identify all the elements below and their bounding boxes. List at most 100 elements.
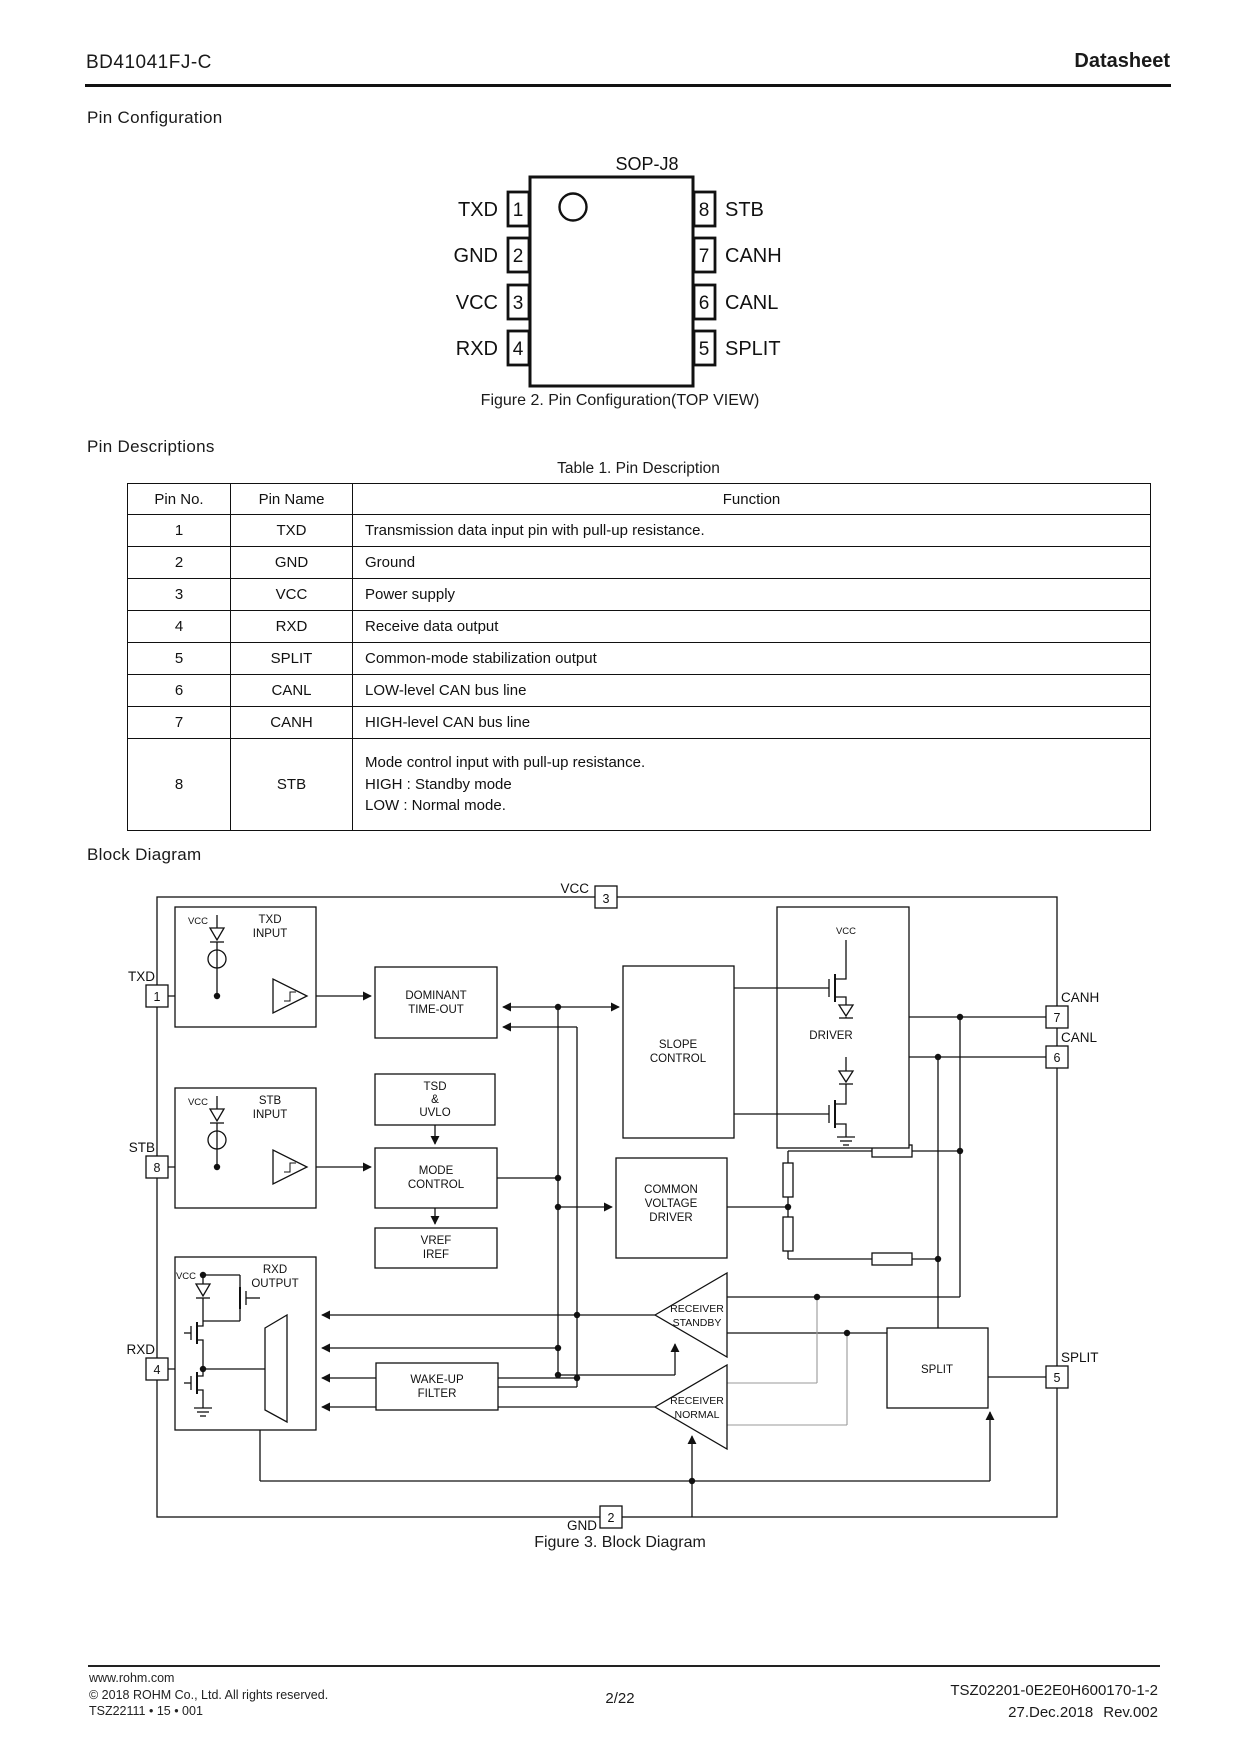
footer-site: www.rohm.com [89, 1671, 175, 1685]
pin1-indicator-icon [558, 192, 588, 222]
svg-text:INPUT: INPUT [253, 928, 288, 940]
block-mode-control [374, 1147, 498, 1209]
block-receiver-normal [653, 1363, 728, 1451]
svg-text:MODE: MODE [419, 1165, 454, 1177]
svg-text:CONTROL: CONTROL [650, 1053, 707, 1065]
diode-icon [837, 1070, 855, 1084]
svg-text:RXD: RXD [263, 1264, 287, 1276]
svg-text:IREF: IREF [423, 1249, 449, 1261]
pin-label-canh: CANH [1061, 990, 1099, 1005]
svg-text:CANH: CANH [725, 245, 782, 267]
svg-text:&: & [431, 1094, 439, 1106]
svg-text:8: 8 [699, 200, 710, 221]
svg-text:DRIVER: DRIVER [649, 1212, 692, 1224]
svg-text:3: 3 [513, 293, 524, 314]
col-header-pin-name: Pin Name [230, 483, 353, 515]
svg-text:2: 2 [513, 246, 524, 267]
pin-label-vcc: VCC [560, 881, 589, 896]
package-left-pins: 1 2 3 4 TXD GND VCC RXD [454, 190, 531, 367]
svg-text:SPLIT: SPLIT [921, 1364, 953, 1376]
figure3-caption: Figure 3. Block Diagram [534, 1534, 706, 1551]
block-diagram-heading: Block Diagram [87, 845, 202, 864]
svg-text:VCC: VCC [188, 1097, 208, 1108]
svg-text:NORMAL: NORMAL [675, 1409, 720, 1421]
svg-text:1: 1 [154, 990, 161, 1004]
svg-text:RXD: RXD [456, 338, 498, 360]
page-number: 2/22 [605, 1690, 635, 1707]
block-dominant-time-out [374, 966, 498, 1039]
svg-text:4: 4 [513, 339, 524, 360]
svg-text:4: 4 [154, 1363, 161, 1377]
block-tsd-uvlo [374, 1073, 496, 1126]
svg-text:DRIVER: DRIVER [809, 1030, 852, 1042]
block-receiver-standby [653, 1271, 728, 1359]
svg-text:7: 7 [699, 246, 710, 267]
pin-box-vcc [594, 885, 618, 909]
package-name: SOP-J8 [615, 154, 678, 174]
svg-text:6: 6 [699, 293, 710, 314]
resistor-icon [782, 1162, 794, 1198]
block-driver [734, 906, 910, 1149]
footer-left: www.rohm.com © 2018 ROHM Co., Ltd. All r… [89, 1670, 328, 1720]
resistor-icon [782, 1216, 794, 1252]
figure2-caption: Figure 2. Pin Configuration(TOP VIEW) [480, 392, 760, 409]
svg-text:RECEIVER: RECEIVER [670, 1303, 724, 1315]
svg-text:5: 5 [1054, 1371, 1061, 1385]
block-stb-input [174, 1087, 317, 1209]
block-txd-input [174, 906, 317, 1028]
footer-ref-code: TSZ02201-0E2E0H600170-1-2 [950, 1682, 1158, 1699]
svg-text:TXD: TXD [458, 199, 498, 221]
footer-rule [88, 1665, 1160, 1667]
footer-doc-code: TSZ22111 • 15 • 001 [89, 1704, 203, 1719]
doc-type-label: Datasheet [1074, 50, 1170, 72]
pin-label-stb: STB [129, 1140, 155, 1155]
svg-text:FILTER: FILTER [418, 1388, 457, 1400]
function-line: LOW : Normal mode. [365, 797, 506, 815]
svg-text:SPLIT: SPLIT [725, 338, 781, 360]
footer-copyright: © 2018 ROHM Co., Ltd. All rights reserve… [89, 1687, 329, 1702]
pin-box-canh [1045, 1005, 1069, 1029]
col-header-function: Function [352, 483, 1151, 515]
function-line: Mode control input with pull-up resistan… [365, 753, 646, 771]
table1-caption: Table 1. Pin Description [557, 460, 720, 477]
svg-text:DOMINANT: DOMINANT [405, 990, 466, 1002]
pin-label-txd: TXD [128, 969, 155, 984]
block-wake-up-filter [375, 1362, 499, 1411]
pin-box-stb [145, 1155, 169, 1179]
svg-text:8: 8 [154, 1161, 161, 1175]
svg-text:7: 7 [1054, 1011, 1061, 1025]
block-vref-iref [374, 1227, 498, 1269]
pin-label-canl: CANL [1061, 1030, 1098, 1045]
svg-text:5: 5 [699, 339, 710, 360]
svg-text:STANDBY: STANDBY [673, 1317, 722, 1329]
svg-text:WAKE-UP: WAKE-UP [410, 1374, 464, 1386]
svg-text:CONTROL: CONTROL [408, 1179, 465, 1191]
page-title: BD41041FJ-C [86, 52, 212, 73]
svg-text:TIME-OUT: TIME-OUT [408, 1004, 464, 1016]
diode-icon [194, 1283, 212, 1298]
svg-text:VCC: VCC [176, 1271, 196, 1282]
diagram-pins [145, 885, 1069, 1529]
pin-configuration-heading: Pin Configuration [87, 108, 223, 127]
junction-dots [199, 992, 964, 1485]
block-rxd-output [174, 1256, 317, 1431]
svg-text:VCC: VCC [456, 292, 498, 314]
diode-icon [208, 927, 226, 942]
block-diagram-figure: TXD 1 STB 8 RXD 4 VCC 3 CANH 7 CANL 6 SP… [126, 881, 1099, 1532]
svg-text:VCC: VCC [836, 926, 856, 937]
svg-text:VOLTAGE: VOLTAGE [645, 1198, 698, 1210]
svg-text:3: 3 [603, 892, 610, 906]
svg-text:RECEIVER: RECEIVER [670, 1395, 724, 1407]
footer-date: 27.Dec.2018 [1008, 1703, 1094, 1721]
block-common-voltage-driver [615, 1157, 728, 1259]
svg-text:6: 6 [1054, 1051, 1061, 1065]
table-header-row: Pin No. Pin Name Function [127, 483, 1151, 515]
diode-icon [837, 1004, 855, 1018]
